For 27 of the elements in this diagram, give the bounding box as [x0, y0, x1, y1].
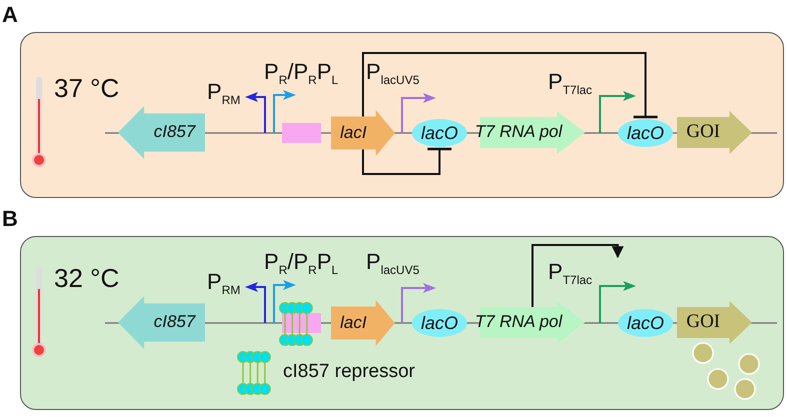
gene-segment: lacI — [331, 300, 395, 346]
operator-box — [282, 123, 321, 143]
operator-site: lacO — [412, 309, 467, 337]
promoter-label: P$_{T7lac}$ — [548, 259, 592, 289]
gene-segment: lacI — [331, 110, 395, 156]
temperature-label: 32 °C — [54, 263, 120, 293]
panel-letter: A — [2, 3, 18, 27]
temperature-label: 37 °C — [54, 73, 120, 103]
promoter-label: P$_{T7lac}$ — [548, 69, 592, 99]
promoter-label: P$_{RM}$ — [207, 269, 240, 299]
inhibition-line — [362, 148, 453, 175]
panel-letter: B — [2, 207, 18, 231]
gene-segment: GOI — [677, 301, 752, 344]
promoter-label: P$_{R}$/P$_{R}$P$_{L}$ — [264, 249, 338, 279]
inhibition-line — [362, 52, 659, 118]
arrow — [532, 244, 624, 308]
gene-segment: cI857 — [118, 106, 205, 159]
promoter-label: P$_{lacUV5}$ — [366, 249, 420, 279]
promoter-label: P$_{RM}$ — [207, 79, 240, 109]
operator-site: lacO — [412, 119, 467, 147]
operator-site: lacO — [618, 119, 673, 147]
repressor-label: cI857 repressor — [283, 361, 416, 383]
promoter-label: P$_{R}$/P$_{R}$P$_{L}$ — [264, 59, 338, 89]
promoter-label: P$_{lacUV5}$ — [366, 59, 420, 89]
gene-segment: GOI — [677, 111, 752, 154]
gene-segment: cI857 — [118, 296, 205, 349]
operator-site: lacO — [618, 309, 673, 337]
